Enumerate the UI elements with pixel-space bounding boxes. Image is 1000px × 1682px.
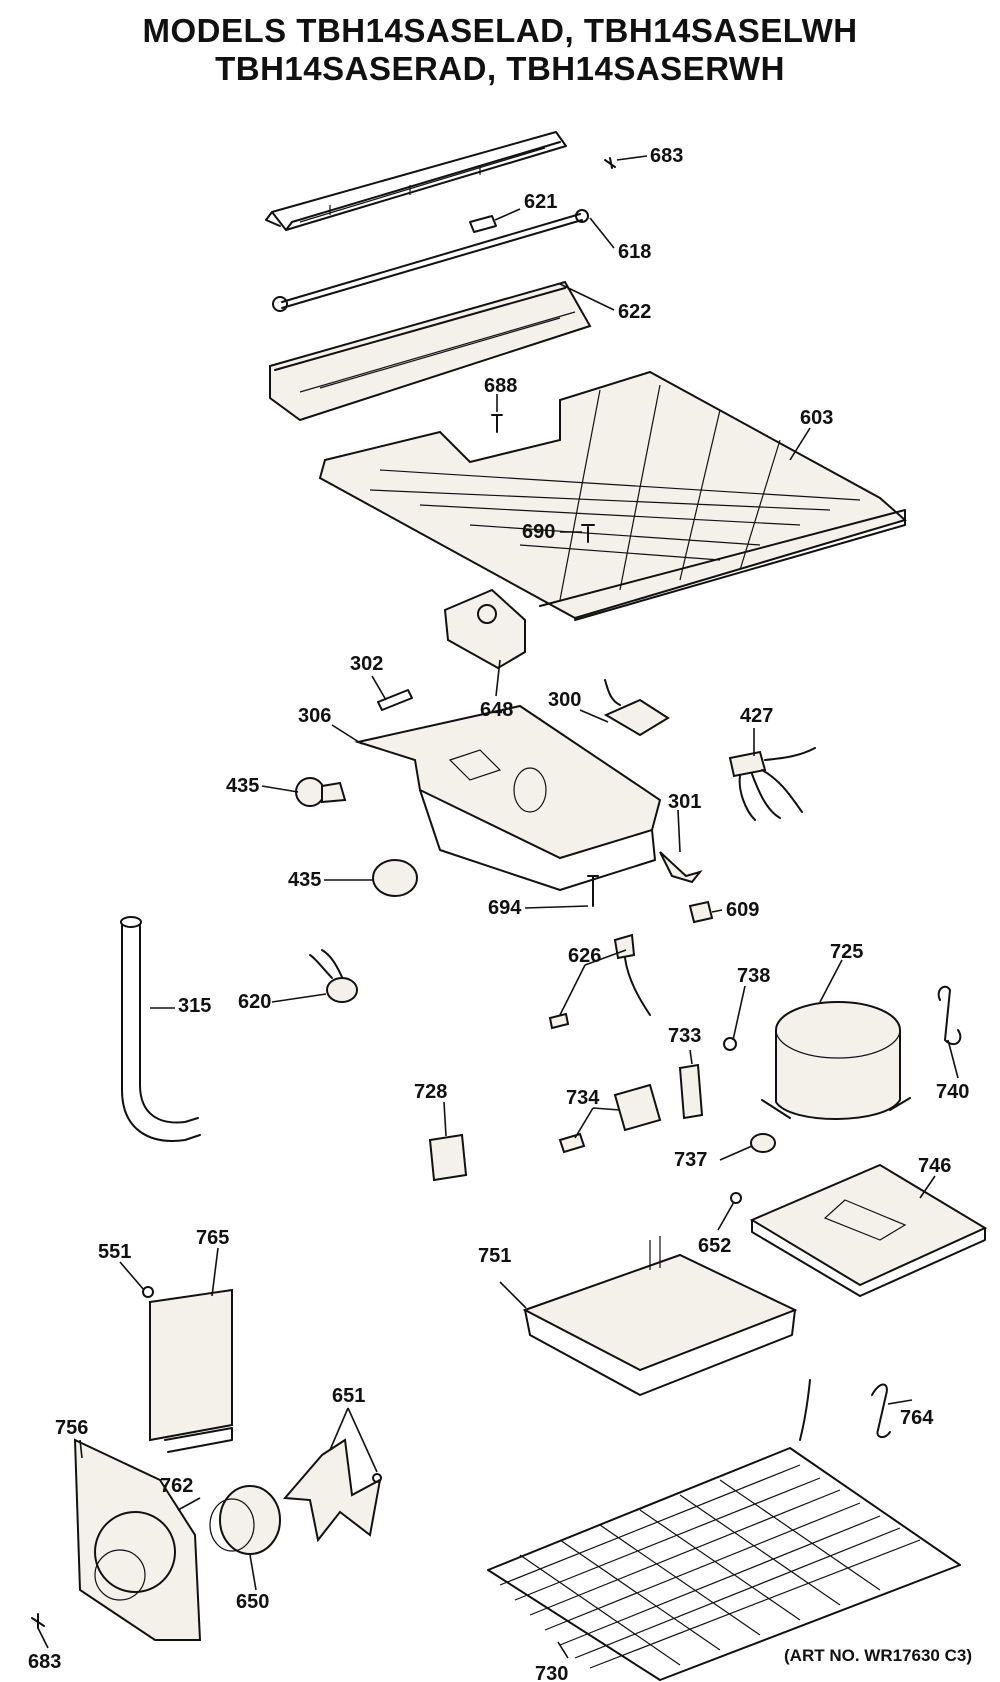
label-622: 622 — [618, 301, 651, 323]
part-756-fan-shroud — [73, 1438, 202, 1641]
label-764: 764 — [900, 1407, 934, 1429]
part-651-fan-blade — [282, 1438, 382, 1543]
label-690: 690 — [522, 521, 555, 543]
part-609-connector — [688, 900, 714, 924]
label-737: 737 — [674, 1149, 707, 1171]
part-551-screw — [142, 1286, 154, 1298]
part-300-switch — [603, 679, 670, 737]
label-765: 765 — [196, 1227, 229, 1249]
label-683-bottom: 683 — [28, 1651, 61, 1673]
label-301: 301 — [668, 791, 701, 813]
part-737-grommet — [750, 1133, 776, 1153]
part-740-clips — [937, 985, 962, 1046]
part-603-shelf — [318, 370, 908, 621]
label-730: 730 — [535, 1663, 568, 1682]
label-435-socket: 435 — [288, 869, 321, 891]
label-620: 620 — [238, 991, 271, 1013]
part-435-bulb — [295, 777, 347, 807]
part-315-drain-tube — [120, 916, 201, 1142]
diagram-title-line-2: TBH14SASERAD, TBH14SASERWH — [215, 50, 785, 87]
label-728: 728 — [414, 1081, 447, 1103]
label-618: 618 — [618, 241, 651, 263]
label-734: 734 — [566, 1087, 600, 1109]
label-603: 603 — [800, 407, 833, 429]
label-740: 740 — [936, 1081, 969, 1103]
part-301-plunger — [659, 851, 703, 884]
part-746-base-plate — [749, 1163, 988, 1297]
part-765-panel — [149, 1288, 233, 1453]
label-609: 609 — [726, 899, 759, 921]
part-labels: 683 621 618 622 688 603 690 302 648 306 … — [28, 145, 969, 1682]
part-738-clip — [723, 1037, 737, 1051]
label-626: 626 — [568, 945, 601, 967]
label-648: 648 — [480, 699, 513, 721]
label-725: 725 — [830, 941, 863, 963]
part-734-cover — [558, 1083, 662, 1154]
part-648-control — [443, 588, 526, 670]
part-435-socket — [372, 859, 418, 897]
part-622-trough — [269, 280, 592, 422]
part-621-clip — [469, 215, 497, 233]
part-650-fan-motor — [209, 1485, 281, 1555]
part-690-screw — [581, 524, 595, 543]
diagram-title-line-1: MODELS TBH14SASELAD, TBH14SASELWH — [142, 12, 858, 49]
part-621-rail — [265, 131, 567, 231]
label-751: 751 — [478, 1245, 511, 1267]
part-652-screw — [730, 1192, 742, 1204]
label-300: 300 — [548, 689, 581, 711]
part-302-pin — [377, 689, 413, 711]
label-427: 427 — [740, 705, 773, 727]
part-733-relay — [678, 1063, 704, 1120]
part-725-compressor — [761, 1001, 911, 1120]
label-315: 315 — [178, 995, 211, 1017]
part-618-rod — [272, 209, 589, 312]
label-694: 694 — [488, 897, 522, 919]
part-427-harness — [728, 747, 816, 821]
part-694-screw — [587, 875, 599, 907]
part-764-clip — [871, 1383, 891, 1438]
part-683-screw-bottom — [31, 1613, 45, 1629]
label-435-bulb: 435 — [226, 775, 259, 797]
leader-lines — [37, 155, 959, 1659]
label-738: 738 — [737, 965, 770, 987]
part-688-screw — [491, 414, 503, 433]
art-number: (ART NO. WR17630 C3) — [784, 1646, 972, 1665]
label-762: 762 — [160, 1475, 193, 1497]
part-306-housing — [354, 704, 662, 891]
label-746: 746 — [918, 1155, 951, 1177]
part-751-drain-pan — [522, 1236, 798, 1396]
label-551: 551 — [98, 1241, 131, 1263]
label-306: 306 — [298, 705, 331, 727]
label-688: 688 — [484, 375, 517, 397]
part-728-overload — [428, 1133, 468, 1182]
label-683-top: 683 — [650, 145, 683, 167]
label-733: 733 — [668, 1025, 701, 1047]
label-756: 756 — [55, 1417, 88, 1439]
label-302: 302 — [350, 653, 383, 675]
label-621: 621 — [524, 191, 557, 213]
part-683-screw-top — [604, 157, 616, 169]
label-650: 650 — [236, 1591, 269, 1613]
label-651: 651 — [332, 1385, 365, 1407]
label-652: 652 — [698, 1235, 731, 1257]
part-730-condenser — [487, 1379, 961, 1681]
part-620-capacitor — [309, 949, 358, 1003]
